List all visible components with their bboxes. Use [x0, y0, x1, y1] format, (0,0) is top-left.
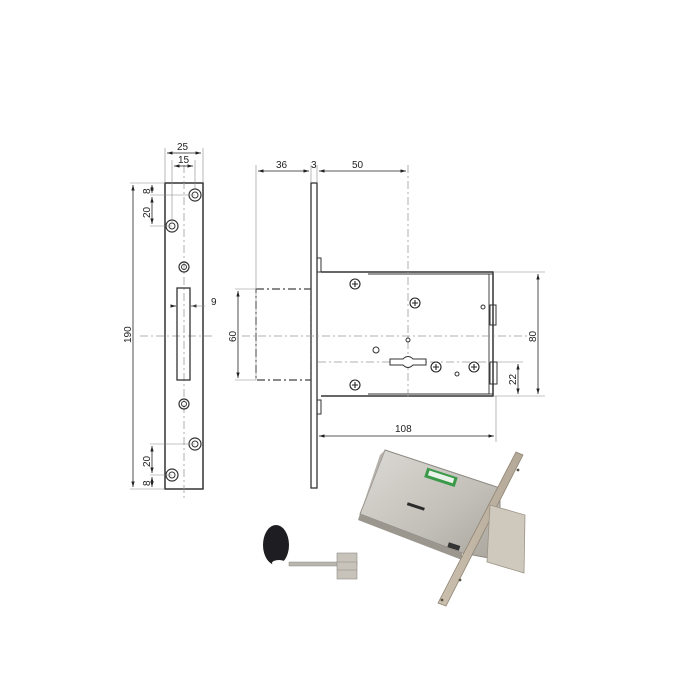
dim-key-center: 50 — [352, 160, 364, 171]
key-photo — [263, 525, 358, 580]
lock-case — [321, 271, 494, 397]
key-bit — [336, 552, 358, 580]
dim-slot-width: 9 — [211, 297, 217, 308]
key-head — [263, 525, 289, 565]
dim-bottom-hole-spacing: 20 — [142, 455, 153, 467]
product-label — [424, 467, 458, 488]
screw-icon — [349, 278, 480, 391]
dim-top-hole-edge: 8 — [142, 188, 153, 194]
dim-case-depth: 108 — [395, 424, 412, 435]
dim-strike-height: 190 — [123, 326, 134, 343]
dim-bottom-hole-edge: 8 — [142, 480, 153, 486]
dim-bolt-offset: 22 — [508, 373, 519, 385]
deadbolt-extended — [255, 288, 312, 381]
lock-product-photo — [358, 449, 526, 607]
dim-faceplate-thickness: 3 — [311, 160, 317, 171]
strike-slot — [176, 287, 191, 381]
dim-top-hole-spacing: 20 — [142, 206, 153, 218]
lock-body-view: 36 3 50 60 80 22 108 — [228, 160, 545, 489]
dim-backset: 36 — [276, 160, 288, 171]
faceplate — [310, 182, 318, 489]
dim-bolt-height: 60 — [228, 330, 239, 342]
dim-strike-width: 25 — [177, 142, 189, 153]
screw-hole-icon — [165, 188, 202, 482]
strike-plate-view: 25 15 190 8 20 9 20 8 — [123, 142, 217, 500]
dim-hole-offset: 15 — [178, 155, 190, 166]
keyhole-icon — [389, 356, 427, 368]
dim-case-height: 80 — [528, 330, 539, 342]
